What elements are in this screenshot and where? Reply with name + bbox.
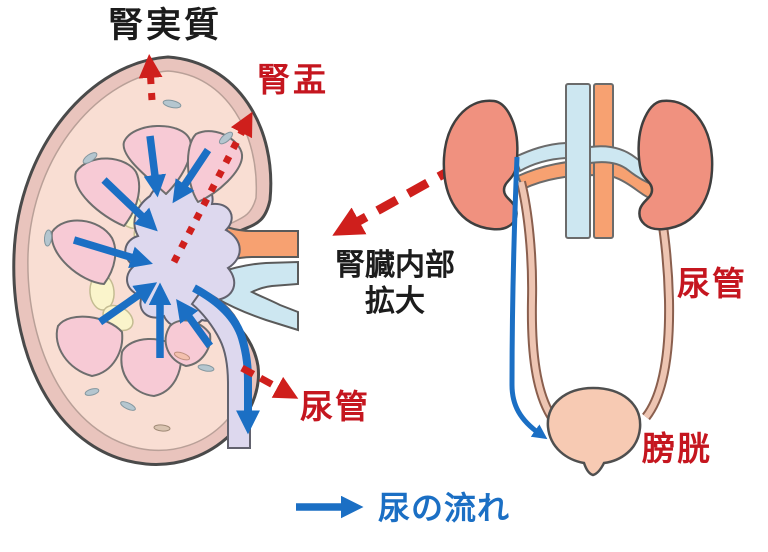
flow-arrow [72,236,153,269]
speckle [162,99,182,109]
left-renal-vein [513,141,567,173]
speckle [82,152,98,164]
kidney-cross-section-figure [12,54,299,466]
flow-arrow [97,282,158,326]
renal-parenchyma-pointer-arrow [138,54,163,101]
speckle [84,388,100,396]
speckle [120,401,136,411]
label-enlarge-line2: 拡大 [365,285,425,318]
vena-cava [565,83,591,239]
renal-vein [212,260,299,332]
left-kidney [442,99,519,231]
label-renal-pelvis: 腎盂 [257,61,329,98]
flow-arrow [101,177,158,232]
urinary-system-figure [442,83,714,477]
speckle [153,424,171,432]
bladder-shape [546,386,642,477]
left-ureter [518,181,556,421]
renal-pyramid [50,219,117,285]
renal-pelvis-pointer-arrow [170,111,253,264]
label-renal-parenchyma: 腎実質 [108,6,223,45]
ureter-pointer-arrow-left [240,364,299,399]
speckle [43,229,53,247]
label-ureter-right: 尿管 [677,265,747,302]
label-ureter-left: 尿管 [300,388,370,425]
label-legend-urine-flow: 尿の流れ [378,490,511,526]
renal-pyramid [120,337,182,397]
label-kidney-interior-enlarged: 腎臓内部 拡大 [322,248,468,320]
cortex-speckles [43,99,234,432]
speckle [173,351,191,361]
label-enlarge-line1: 腎臓内部 [335,249,455,282]
renal-pyramid [55,315,124,377]
flow-arrow [172,147,212,204]
flow-arrow [176,299,214,349]
flow-arrow [143,135,167,198]
speckle [197,364,215,372]
urine-flow-line [509,156,548,440]
renal-pyramid [74,157,141,227]
label-bladder: 膀胱 [642,430,712,467]
right-kidney [637,99,714,231]
enlargement-pointer-arrow [332,162,461,236]
